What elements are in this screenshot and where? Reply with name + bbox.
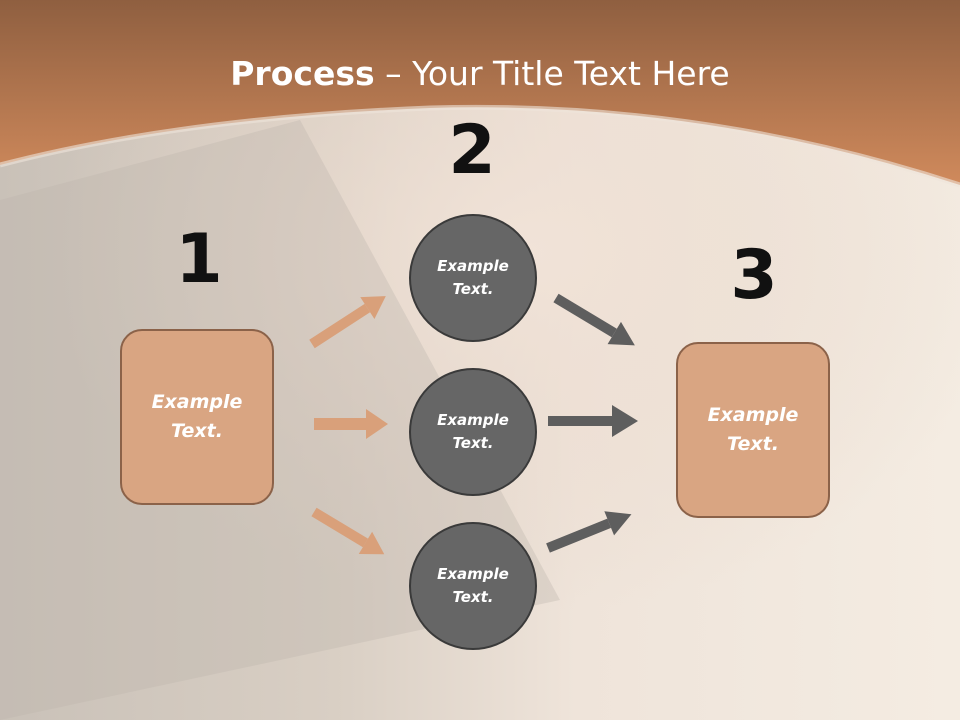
title-rest: – Your Title Text Here	[374, 54, 730, 93]
step2-text-middle: Example Text.	[437, 411, 509, 452]
step2-circle-top: Example Text.	[409, 214, 537, 342]
arrow-step1-to-middle	[314, 409, 388, 439]
step-number-2: 2	[448, 111, 496, 190]
arrow-lower-to-step3	[546, 511, 632, 553]
step2-text-top: Example Text.	[437, 257, 509, 298]
arrow-middle-to-step3	[548, 405, 638, 437]
step1-text: Example Text.	[151, 391, 243, 442]
step3-box: Example Text.	[676, 342, 830, 518]
step-number-3: 3	[730, 236, 778, 315]
step2-circle-bottom: Example Text.	[409, 522, 537, 650]
arrow-step1-to-lower	[311, 507, 385, 555]
step1-box: Example Text.	[120, 329, 274, 505]
step-number-1: 1	[175, 220, 223, 299]
step3-text: Example Text.	[707, 404, 799, 455]
title-bold: Process	[230, 54, 375, 93]
step2-circle-middle: Example Text.	[409, 368, 537, 496]
step2-text-bottom: Example Text.	[437, 565, 509, 606]
arrow-step1-to-upper	[309, 296, 386, 349]
slide-title: Process – Your Title Text Here	[0, 52, 960, 96]
arrow-upper-to-step3	[553, 293, 635, 346]
